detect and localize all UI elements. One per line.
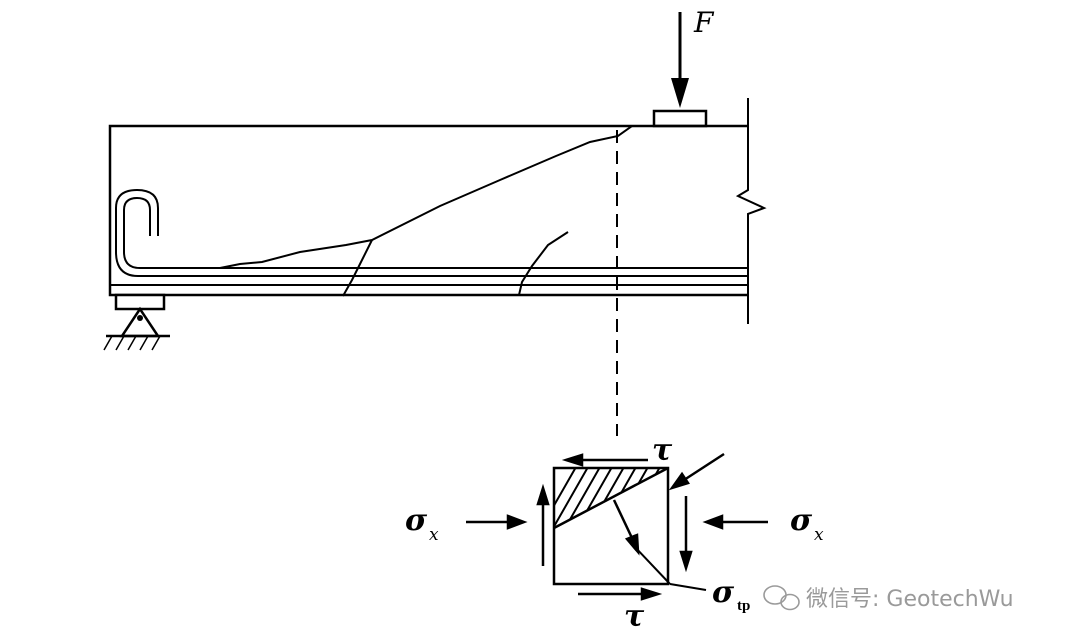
pin-support: [103, 293, 170, 351]
loading-plate: [652, 109, 708, 128]
wechat-icon: [763, 585, 800, 611]
sigma-tp-label: σ: [712, 575, 735, 610]
normal-stress-arrows: [466, 514, 768, 530]
principal-stress-arrows: [612, 452, 725, 591]
reinforcement-bar: [110, 188, 748, 286]
sigma-x-right-label: σ: [790, 503, 813, 538]
sigma-tp-subscript: tp: [737, 598, 750, 614]
stress-element: [552, 466, 670, 586]
tau-top-label: τ: [652, 433, 673, 468]
beam: [108, 98, 767, 324]
sigma-x-right-subscript: x: [814, 525, 824, 545]
diagonal-crack: [219, 125, 633, 297]
force-label: F: [693, 6, 715, 39]
force-arrow: [671, 12, 689, 108]
shear-arrows: [536, 453, 693, 601]
watermark-text: 微信号: GeotechWu: [806, 587, 1014, 612]
sigma-x-left-subscript: x: [429, 525, 439, 545]
sigma-x-left-label: σ: [405, 503, 428, 538]
tau-bottom-label: τ: [624, 599, 645, 634]
